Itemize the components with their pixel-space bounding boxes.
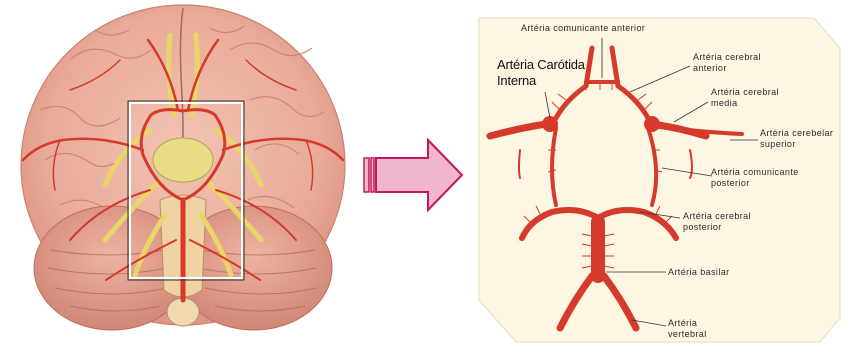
right-arrow: [364, 140, 462, 210]
brain-illustration: [21, 5, 345, 330]
label-acom: Artéria comunicante anterior: [521, 23, 645, 33]
label-basilar: Artéria basilar: [668, 267, 730, 277]
schematic-panel: Artéria comunicante anterior Artéria Car…: [479, 18, 840, 342]
